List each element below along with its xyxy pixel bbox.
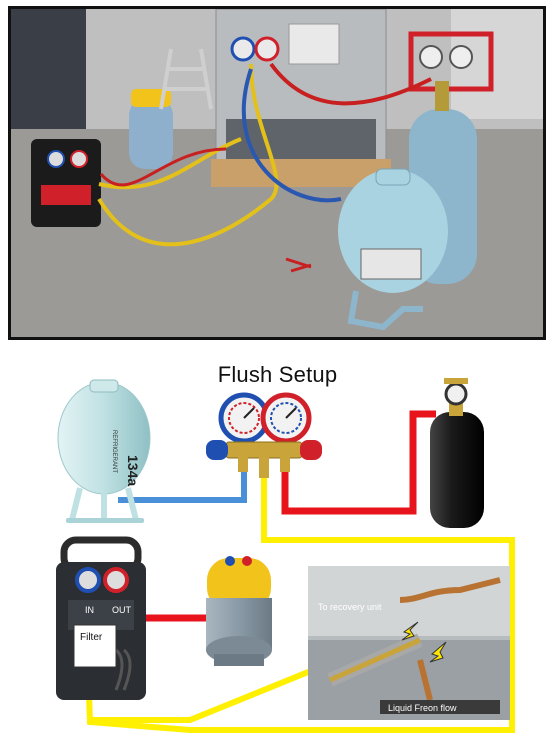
liquid-flow-label: Liquid Freon flow: [388, 703, 457, 713]
compressor-connection-photo: To recovery unit Liquid Freon flow: [308, 566, 510, 720]
flow-arrow-icon: [401, 621, 419, 641]
tank-brand-label: REFRIGERANT: [111, 430, 117, 473]
tank-type-label: 134a: [125, 455, 141, 486]
recovery-out-label: OUT: [112, 605, 132, 615]
yellow-hose-filter: [88, 665, 320, 723]
filter-label: Filter: [80, 632, 103, 643]
nitrogen-tank-icon: [430, 378, 484, 528]
setup-photo: [8, 6, 546, 340]
flow-arrow-icon: [429, 641, 447, 663]
recovery-in-label: IN: [85, 605, 94, 615]
recovery-machine-icon: IN OUT Filter: [56, 536, 146, 700]
manifold-gauge-icon: [206, 392, 322, 478]
diagram-title: Flush Setup: [217, 362, 338, 387]
recovery-tank-icon: [206, 556, 272, 666]
blue-hose: [118, 470, 247, 503]
red-hose-nitrogen: [281, 410, 436, 515]
setup-photo-illustration: [11, 9, 543, 337]
to-recovery-label: To recovery unit: [318, 602, 382, 612]
refrigerant-tank-icon: 134a REFRIGERANT: [57, 379, 151, 523]
